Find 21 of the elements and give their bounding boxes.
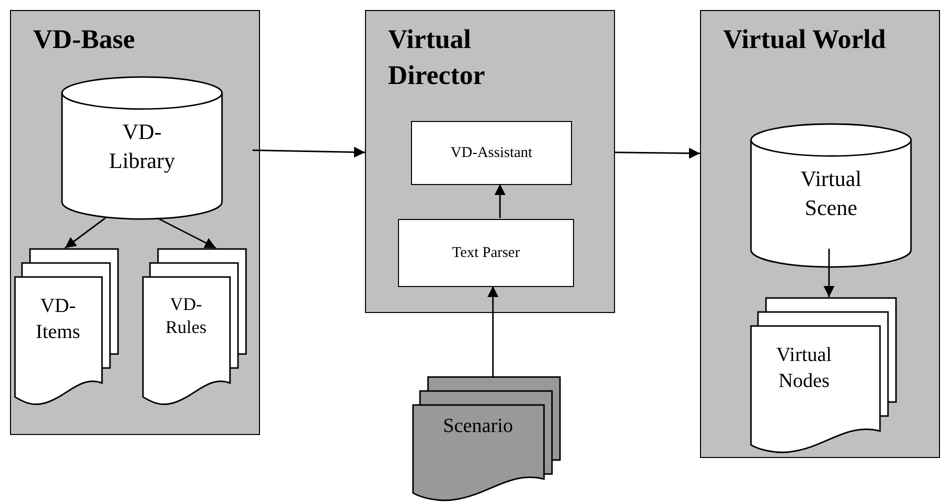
document-label: VD- Items [34, 294, 82, 345]
group-panel [10, 10, 260, 435]
arrow [156, 217, 216, 249]
group-panel [700, 10, 940, 458]
panel-title: Virtual World [723, 23, 887, 56]
arrow [615, 148, 700, 159]
arrow [64, 217, 106, 249]
database-label: VD- Library [108, 118, 176, 175]
document-label: Virtual Nodes [775, 343, 833, 394]
panel-title: VD-Base [33, 23, 136, 56]
panel-title: Virtual Director [388, 23, 486, 92]
arrow [494, 184, 506, 218]
arrow [487, 286, 498, 377]
arrow [824, 248, 835, 297]
document-label: VD- Rules [164, 293, 208, 340]
arrow [252, 146, 366, 158]
process-box: Text Parser [398, 219, 574, 287]
document-label: Scenario [442, 414, 514, 439]
group-panel [365, 10, 615, 313]
database-label: Virtual Scene [800, 165, 862, 222]
process-box: VD-Assistant [411, 121, 572, 185]
